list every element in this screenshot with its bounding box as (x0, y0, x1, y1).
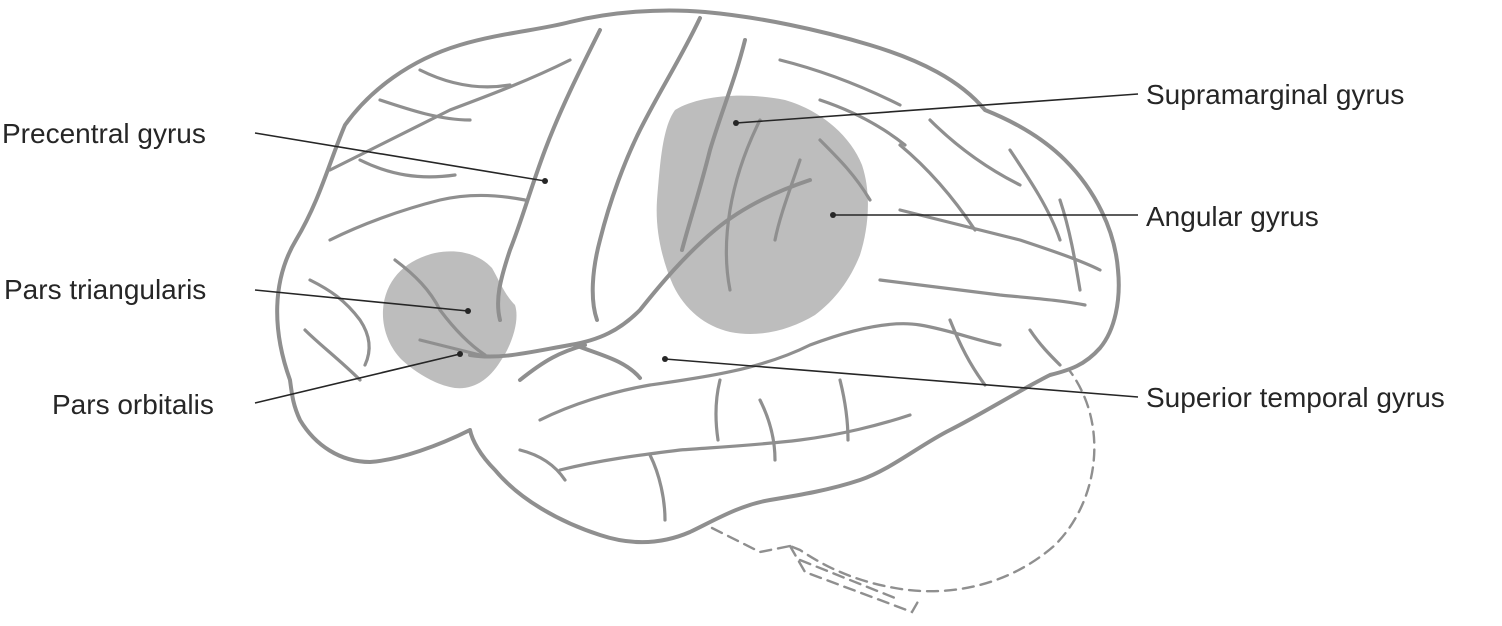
cerebellum-outline (710, 364, 1096, 614)
leader-pars-triangularis (254, 289, 469, 312)
labels: Precentral gyrus Pars triangularis Pars … (2, 79, 1445, 420)
label-supramarginal-gyrus: Supramarginal gyrus (1146, 79, 1404, 110)
label-pars-orbitalis: Pars orbitalis (52, 389, 214, 420)
label-angular-gyrus: Angular gyrus (1146, 201, 1319, 232)
sulci-lines (303, 16, 1102, 522)
label-pars-triangularis: Pars triangularis (4, 274, 206, 305)
leader-superior-temporal (664, 358, 1139, 398)
dot-precentral (542, 178, 548, 184)
dot-pars-orbitalis (457, 351, 463, 357)
leader-pars-orbitalis (254, 353, 461, 404)
leader-supramarginal (735, 93, 1139, 124)
label-precentral-gyrus: Precentral gyrus (2, 118, 206, 149)
dot-supramarginal (733, 120, 739, 126)
label-superior-temporal-gyrus: Superior temporal gyrus (1146, 382, 1445, 413)
leaders (254, 93, 1139, 404)
leader-precentral (254, 132, 546, 182)
dot-superior-temporal (662, 356, 668, 362)
dot-angular (830, 212, 836, 218)
dot-pars-triangularis (465, 308, 471, 314)
